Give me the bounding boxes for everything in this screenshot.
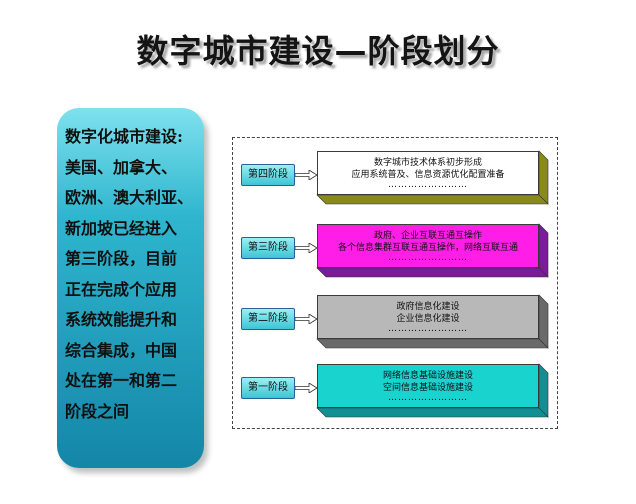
summary-line: 处在第一和第二 <box>65 371 178 390</box>
depth-bottom-face <box>316 407 549 418</box>
stage-dots: …………………… <box>388 393 468 403</box>
stage-box-depth <box>316 294 549 349</box>
page-title: 数字城市建设—阶段划分 <box>136 32 500 70</box>
stage-line-1: 政府信息化建设 <box>396 302 460 312</box>
stage-line-1: 网络信息基础设施建设 <box>382 371 473 381</box>
stages-frame <box>232 137 558 429</box>
stage-box: 网络信息基础设施建设 空间信息基础设施建设 …………………… <box>316 363 549 418</box>
stage-label: 第四阶段 <box>241 164 295 186</box>
summary-line: 欧洲、澳大利亚、 <box>65 188 194 207</box>
stage-dots: …………………… <box>388 253 468 263</box>
summary-line: 美国、加拿大、 <box>65 157 178 177</box>
stage-label: 第一阶段 <box>241 377 295 399</box>
summary-line: 阶段之间 <box>65 401 130 421</box>
stage-dots: …………………… <box>388 324 468 334</box>
summary-line: 正在完成个应用 <box>65 279 178 299</box>
stage-label: 第二阶段 <box>241 308 295 330</box>
summary-line: 系统效能提升和 <box>65 310 178 329</box>
depth-bottom-face <box>316 267 549 278</box>
stage-line-2: 各个信息集群互联互通互操作，网络互联互通 <box>337 243 518 253</box>
stage-box: 数字城市技术体系初步形成 应用系统普及、信息资源优化配置准备 …………………… <box>316 150 549 205</box>
summary-line: 第三阶段，目前 <box>65 249 178 268</box>
arrow-right-icon <box>295 383 317 393</box>
stage-box-depth <box>316 223 549 278</box>
arrow-right-icon <box>295 170 317 180</box>
stage-line-2: 空间信息基础设施建设 <box>382 383 473 393</box>
stage-line-1: 政府、企业互联互通互操作 <box>373 231 482 241</box>
stage-line-1: 数字城市技术体系初步形成 <box>373 158 482 168</box>
arrow-right-icon <box>295 243 317 253</box>
stage-line-2: 企业信息化建设 <box>396 314 460 324</box>
stage-line-2: 应用系统普及、信息资源优化配置准备 <box>351 170 505 180</box>
summary-line: 新加坡已经进入 <box>65 218 178 238</box>
arrow-right-icon <box>295 314 317 324</box>
stage-box-depth <box>316 150 549 205</box>
summary-panel: 数字化城市建设: 美国、加拿大、 欧洲、澳大利亚、 新加坡已经进入 第三阶段，目… <box>57 108 204 468</box>
stage-label: 第三阶段 <box>241 237 295 259</box>
stage-dots: …………………… <box>388 180 468 190</box>
summary-line: 数字化城市建设: <box>65 127 183 146</box>
stage-box: 政府信息化建设 企业信息化建设 …………………… <box>316 294 549 349</box>
stage-box-depth <box>316 363 549 418</box>
stage-box: 政府、企业互联互通互操作 各个信息集群互联互通互操作，网络互联互通 ………………… <box>316 223 549 278</box>
summary-line: 综合集成，中国 <box>65 340 178 360</box>
depth-bottom-face <box>316 338 549 349</box>
depth-bottom-face <box>316 194 549 205</box>
